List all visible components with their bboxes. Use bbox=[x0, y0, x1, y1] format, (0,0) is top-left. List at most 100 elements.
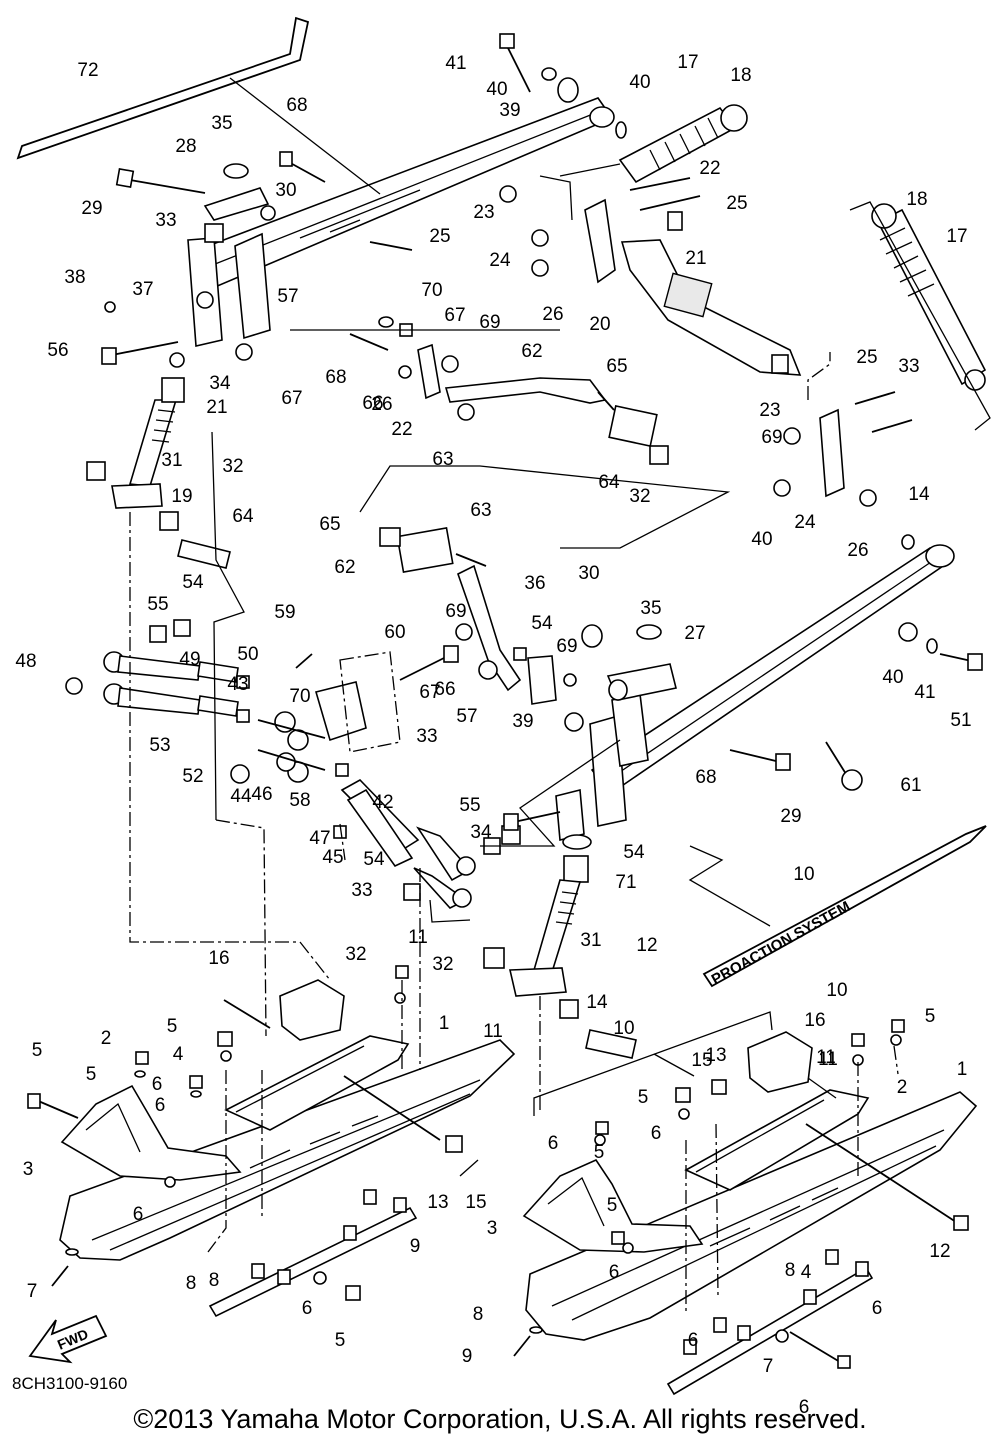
radius-rod-48 bbox=[103, 651, 239, 683]
callout-number: 54 bbox=[623, 842, 645, 863]
callout-number: 32 bbox=[629, 486, 650, 507]
callout-number: 34 bbox=[470, 822, 492, 843]
bolt-60 bbox=[399, 655, 449, 681]
plate-63-upper bbox=[608, 405, 658, 447]
callout-number: 32 bbox=[222, 456, 243, 477]
callout-number: 33 bbox=[898, 356, 919, 377]
callout-number: 43 bbox=[227, 674, 248, 695]
callout-number: 2 bbox=[897, 1077, 908, 1098]
wear-bar-9-right bbox=[666, 1266, 874, 1396]
arm-bushing bbox=[589, 106, 615, 128]
callout-number: 67 bbox=[419, 682, 440, 703]
callout-number: 17 bbox=[946, 226, 967, 247]
callout-number: 21 bbox=[685, 248, 706, 269]
fwd-arrow-icon: FWD bbox=[28, 1314, 108, 1364]
bushing-54-left bbox=[173, 619, 191, 637]
ski-handle-3-left bbox=[60, 1084, 242, 1181]
cap-35-lower bbox=[636, 624, 662, 640]
callout-number: 68 bbox=[325, 367, 346, 388]
bracket-19 bbox=[819, 408, 845, 498]
callout-number: 57 bbox=[277, 286, 298, 307]
callout-number: 1 bbox=[957, 1059, 968, 1080]
callout-number: 10 bbox=[793, 864, 814, 885]
plate-58 bbox=[314, 681, 367, 742]
sleeve-14-upper bbox=[177, 539, 231, 569]
decal-text: PROACTION SYSTEM bbox=[709, 898, 854, 988]
callout-number: 30 bbox=[275, 180, 296, 201]
callout-number: 69 bbox=[556, 636, 577, 657]
callout-number: 5 bbox=[594, 1142, 605, 1163]
lever-21 bbox=[620, 239, 802, 376]
callout-number: 29 bbox=[780, 806, 801, 827]
callout-number: 11 bbox=[483, 1021, 503, 1042]
callout-number: 17 bbox=[677, 52, 698, 73]
callout-number: 54 bbox=[531, 613, 553, 634]
tie-rod-62-lower bbox=[457, 564, 522, 692]
callout-number: 10 bbox=[826, 980, 847, 1001]
callout-number: 24 bbox=[489, 250, 511, 271]
callout-number: 67 bbox=[281, 388, 302, 409]
bushing-32-d bbox=[559, 999, 579, 1019]
callout-number: 41 bbox=[445, 53, 466, 74]
bracket-20 bbox=[584, 198, 616, 284]
ski-handle-3-right bbox=[522, 1158, 704, 1253]
relay-rod-66-lower bbox=[527, 655, 557, 705]
callout-number: 25 bbox=[856, 347, 877, 368]
callout-number: 12 bbox=[636, 935, 657, 956]
catalog-code: 8CH3100-9160 bbox=[12, 1374, 128, 1393]
callout-number: 8 bbox=[186, 1273, 197, 1294]
shock-absorber-right bbox=[871, 203, 987, 391]
bushing-32-c bbox=[483, 947, 505, 969]
callout-number: 4 bbox=[173, 1044, 184, 1065]
callout-number: 53 bbox=[149, 735, 170, 756]
callout-number: 26 bbox=[542, 304, 563, 325]
callout-number: 24 bbox=[794, 512, 816, 533]
callout-number: 61 bbox=[900, 775, 921, 796]
callout-number: 27 bbox=[684, 623, 705, 644]
callout-number: 56 bbox=[47, 340, 68, 361]
callout-number: 6 bbox=[609, 1262, 620, 1283]
callout-number: 69 bbox=[761, 427, 782, 448]
callout-number: 46 bbox=[251, 784, 272, 805]
callout-number: 36 bbox=[524, 573, 545, 594]
callout-number: 11 bbox=[818, 1049, 838, 1070]
bolt-56-upper bbox=[111, 341, 179, 356]
decal-71 bbox=[702, 825, 987, 988]
callout-number: 64 bbox=[232, 506, 254, 527]
callout-number: 40 bbox=[486, 79, 507, 100]
ball-joint-49 bbox=[274, 711, 296, 733]
callout-number: 40 bbox=[882, 667, 903, 688]
callout-number: 23 bbox=[473, 202, 494, 223]
plate-63-lower bbox=[396, 527, 454, 573]
callout-number: 32 bbox=[345, 944, 366, 965]
callout-number: 49 bbox=[179, 649, 200, 670]
callout-number: 35 bbox=[640, 598, 661, 619]
callout-number: 66 bbox=[362, 393, 383, 414]
callout-number: 11 bbox=[408, 927, 428, 948]
callout-number: 26 bbox=[371, 394, 392, 415]
callout-number: 18 bbox=[906, 189, 927, 210]
nut-64-lower bbox=[379, 527, 401, 547]
sleeve-14-lower bbox=[585, 1029, 637, 1059]
callout-number: 5 bbox=[638, 1087, 649, 1108]
bushing-55-left bbox=[149, 625, 167, 643]
callout-number: 4 bbox=[801, 1262, 812, 1283]
callout-number: 20 bbox=[589, 314, 610, 335]
callout-number: 39 bbox=[499, 100, 520, 121]
decal-72 bbox=[16, 16, 310, 160]
callout-number: 6 bbox=[688, 1330, 699, 1351]
stopper-16-left bbox=[279, 979, 345, 1041]
tie-rod-62-upper bbox=[444, 377, 607, 404]
callout-number: 11 bbox=[816, 1047, 836, 1068]
callout-number: 5 bbox=[167, 1016, 178, 1037]
radius-rod-51 bbox=[103, 683, 239, 717]
bushing-32-b bbox=[159, 511, 179, 531]
callout-number: 1 bbox=[439, 1013, 450, 1034]
callout-number: 14 bbox=[908, 484, 930, 505]
callout-number: 16 bbox=[804, 1010, 825, 1031]
callout-number: 15 bbox=[465, 1192, 486, 1213]
callout-number: 14 bbox=[586, 992, 608, 1013]
callout-number: 37 bbox=[132, 279, 153, 300]
callout-number: 10 bbox=[613, 1018, 634, 1039]
